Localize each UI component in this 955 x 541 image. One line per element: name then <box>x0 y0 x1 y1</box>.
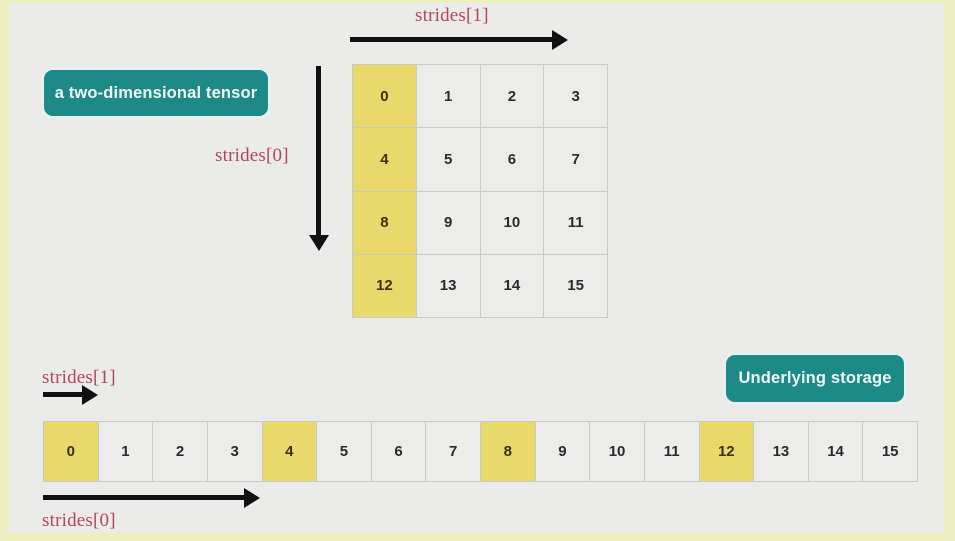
storage-cell: 4 <box>262 422 318 482</box>
tensor-cell: 14 <box>480 254 545 318</box>
tensor-cell: 15 <box>544 254 608 318</box>
storage-cell: 6 <box>371 422 427 482</box>
storage-cell: 1 <box>98 422 154 482</box>
frame-edge-right <box>944 0 955 541</box>
strides0-storage-label: strides[0] <box>42 510 116 531</box>
frame-edge-left <box>0 0 9 541</box>
strides0-down-arrow-icon <box>316 66 321 236</box>
storage-cell: 9 <box>535 422 591 482</box>
tensor-label-text: a two-dimensional tensor <box>54 83 258 102</box>
tensor-cell: 2 <box>480 65 545 129</box>
tensor-cell: 4 <box>353 128 417 192</box>
storage-cell: 0 <box>44 422 99 482</box>
tensor-label-pill: a two-dimensional tensor <box>44 70 268 116</box>
storage-cell: 5 <box>317 422 372 482</box>
tensor-cell: 8 <box>353 191 417 255</box>
strides0-storage-arrow-icon <box>43 495 245 500</box>
tensor-cell: 1 <box>416 65 481 129</box>
storage-cell: 15 <box>863 422 918 482</box>
storage-cell: 11 <box>644 422 700 482</box>
tensor-cell: 11 <box>544 191 608 255</box>
storage-cell: 10 <box>590 422 645 482</box>
storage-cell: 7 <box>426 422 481 482</box>
storage-cell: 12 <box>699 422 755 482</box>
tensor-cell: 5 <box>416 128 481 192</box>
storage-cell: 8 <box>481 422 536 482</box>
storage-cell: 3 <box>207 422 263 482</box>
strides1-storage-label: strides[1] <box>42 367 116 388</box>
frame-edge-bottom <box>0 532 955 541</box>
tensor-cell: 12 <box>353 254 417 318</box>
storage-cell: 13 <box>754 422 809 482</box>
underlying-storage-text: Underlying storage <box>738 369 892 387</box>
strides1-storage-arrow-icon <box>43 392 83 397</box>
storage-cell: 14 <box>808 422 864 482</box>
tensor-cell: 7 <box>544 128 608 192</box>
tensor-cell: 3 <box>544 65 608 129</box>
strides1-top-label: strides[1] <box>415 5 489 26</box>
tensor-cell: 13 <box>416 254 481 318</box>
frame-edge-top <box>0 0 955 3</box>
underlying-storage-pill: Underlying storage <box>726 355 904 402</box>
storage-cell: 2 <box>153 422 208 482</box>
strides0-left-label: strides[0] <box>215 145 289 166</box>
strides1-right-arrow-icon <box>350 37 553 42</box>
tensor-cell: 0 <box>353 65 417 129</box>
tensor-cell: 6 <box>480 128 545 192</box>
tensor-cell: 9 <box>416 191 481 255</box>
tensor-cell: 10 <box>480 191 545 255</box>
